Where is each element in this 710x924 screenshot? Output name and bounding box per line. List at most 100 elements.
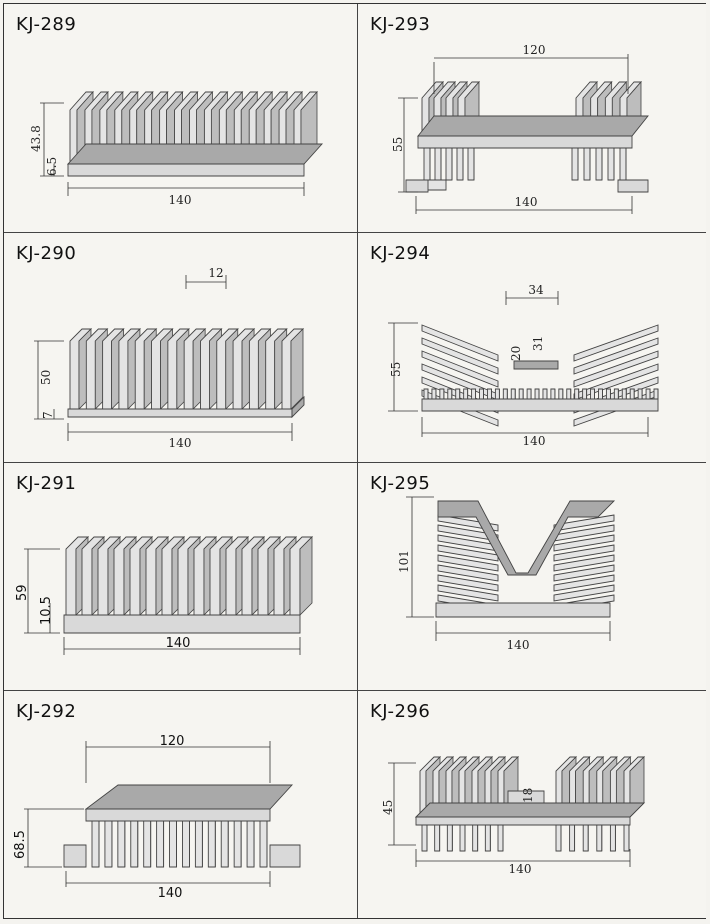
fin [423, 147, 431, 181]
heatsink-drawing: 101 140 [397, 496, 616, 652]
profile-code: KJ-295 [370, 473, 431, 494]
heatsink-drawing: 120 68.5 140 [13, 734, 301, 901]
fin [207, 820, 216, 868]
fin [555, 824, 562, 852]
fin [437, 574, 499, 592]
fin [645, 388, 651, 400]
fin [437, 554, 499, 572]
heatsink-drawing: 59 10.5 140 [15, 536, 314, 655]
profile-kj-292: KJ-292 120 68.5 140 [4, 691, 358, 918]
fin [550, 388, 556, 400]
width-label: 140 [166, 636, 191, 651]
width-label: 140 [515, 195, 538, 209]
fin [434, 824, 441, 852]
fin [607, 147, 615, 181]
fin [486, 388, 492, 400]
fin [573, 324, 659, 362]
fin [91, 820, 100, 868]
profile-kj-295: KJ-295 101 140 [358, 463, 706, 691]
fin [130, 820, 139, 868]
profile-code: KJ-291 [16, 473, 77, 494]
fin [605, 388, 611, 400]
fin [169, 820, 177, 868]
height-label: 43.8 [29, 125, 43, 152]
inner-depth-label: 20 [509, 346, 523, 361]
fin [558, 388, 564, 400]
profile-code: KJ-292 [16, 701, 77, 722]
profile-kj-291: KJ-291 59 10.5 140 [4, 463, 358, 691]
fin [447, 388, 453, 400]
sub-height-label: 7 [41, 411, 55, 419]
fin [456, 147, 464, 181]
fin [534, 388, 540, 400]
width-label: 140 [507, 638, 530, 652]
fin [542, 388, 548, 400]
fin [595, 147, 603, 181]
height-label: 55 [389, 362, 403, 377]
heatsink-drawing: 120 55 140 [391, 43, 649, 214]
heatsink-drawing: 12 50 7 140 [34, 266, 305, 450]
fin [445, 147, 453, 181]
fin [143, 820, 152, 868]
fin [455, 388, 461, 400]
width-label: 140 [523, 434, 546, 448]
slot-width-label: 34 [528, 283, 544, 297]
height-label: 101 [397, 550, 411, 573]
fin [629, 388, 635, 400]
sub-height-label: 10.5 [39, 596, 54, 625]
fin [619, 147, 627, 181]
fin [571, 147, 579, 181]
profile-kj-289: KJ-289 140 43.8 6.5 [4, 4, 358, 233]
sub-height-label: 6.5 [45, 157, 59, 176]
heatsink-drawing: 18 45 140 [381, 756, 646, 876]
fin [590, 388, 596, 400]
fin [623, 824, 630, 852]
height-label: 59 [15, 584, 30, 601]
width-label: 140 [509, 862, 532, 876]
profile-code: KJ-290 [16, 243, 77, 264]
fin [421, 337, 499, 375]
fin [104, 820, 113, 868]
profile-kj-293: KJ-293 120 55 140 [358, 4, 706, 233]
height-label: 50 [39, 370, 53, 385]
width-label: 140 [158, 886, 183, 901]
fin [299, 536, 313, 616]
fin [573, 337, 659, 375]
profile-kj-294: KJ-294 34 20 31 55 140 [358, 233, 706, 463]
width-label: 140 [169, 436, 192, 450]
fin [518, 388, 524, 400]
inner-depth-label: 18 [521, 788, 535, 803]
fin [434, 147, 442, 181]
fin [553, 544, 615, 562]
fin [553, 584, 615, 602]
fin [553, 554, 615, 572]
profile-kj-290: KJ-290 12 50 7 140 [4, 233, 358, 463]
fin [246, 820, 255, 868]
fin [583, 147, 591, 181]
fin [117, 820, 126, 868]
height-label: 45 [381, 800, 395, 815]
fin [431, 388, 437, 400]
fin [467, 147, 475, 181]
fin [479, 388, 484, 400]
fin [484, 824, 491, 852]
fin [421, 824, 428, 852]
fin [609, 824, 616, 852]
fin [510, 388, 516, 400]
fin [553, 574, 615, 592]
fin [194, 820, 203, 868]
height-label: 68.5 [13, 830, 28, 859]
fin [437, 584, 499, 602]
fin [182, 820, 190, 868]
inner-height-label: 31 [531, 336, 545, 351]
fin-pitch-label: 12 [208, 266, 223, 280]
fin [598, 388, 603, 400]
fin [497, 824, 504, 852]
fin [437, 564, 499, 582]
fin [566, 388, 572, 400]
fin [569, 824, 576, 852]
fin [459, 824, 466, 852]
fin [233, 820, 242, 868]
fin [472, 824, 479, 852]
fin [582, 824, 589, 852]
